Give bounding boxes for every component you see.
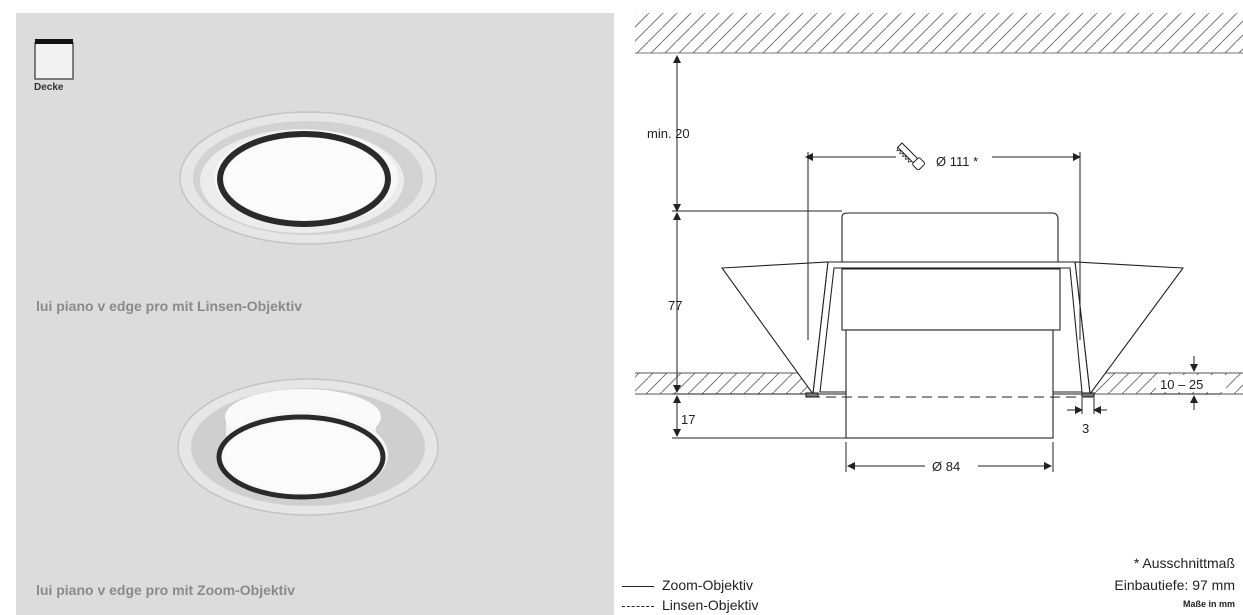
dim-rim-offset xyxy=(1067,398,1107,414)
dim-protrusion xyxy=(672,395,846,439)
legend-linsen: Linsen-Objektiv xyxy=(622,597,759,613)
technical-drawing: min. 20 77 17 Ø 111 * 10 – 25 3 xyxy=(635,13,1243,474)
legend-solid-line xyxy=(622,585,654,587)
dim-body-height-label: 77 xyxy=(668,298,682,313)
dim-cutout xyxy=(805,152,1081,340)
dim-ceiling-thickness xyxy=(1150,356,1220,410)
dim-clearance-label: min. 20 xyxy=(647,126,690,141)
dim-clearance xyxy=(672,55,842,212)
dim-lens-diameter xyxy=(845,442,1054,472)
legend-dashed-line xyxy=(622,605,654,607)
note-units: Maße in mm xyxy=(1182,599,1235,609)
ceiling-slab xyxy=(635,13,1243,53)
ceiling-icon-label: Decke xyxy=(34,82,64,93)
luminaire-lens-image xyxy=(179,111,437,245)
ceiling-icon xyxy=(34,39,74,80)
dim-ceiling-thickness-label: 10 – 25 xyxy=(1160,377,1203,392)
dim-lens-diameter-label: Ø 84 xyxy=(932,459,960,474)
caption-lens-variant: lui piano v edge pro mit Linsen-Objektiv xyxy=(36,298,303,314)
legend-zoom: Zoom-Objektiv xyxy=(622,577,753,593)
product-image-panel: Decke lui piano v edge pro mit Linsen-Ob… xyxy=(16,13,614,615)
note-cutout: * Ausschnittmaß xyxy=(1133,555,1235,571)
luminaire-zoom-image xyxy=(177,378,439,516)
legend-zoom-label: Zoom-Objektiv xyxy=(662,577,754,593)
legend-linsen-label: Linsen-Objektiv xyxy=(662,597,759,613)
caption-zoom-variant: lui piano v edge pro mit Zoom-Objektiv xyxy=(36,582,296,598)
dim-protrusion-label: 17 xyxy=(681,412,695,427)
note-installation-depth: Einbautiefe: 97 mm xyxy=(1114,577,1235,593)
saw-icon xyxy=(896,142,926,171)
dim-rim-offset-label: 3 xyxy=(1082,421,1089,436)
luminaire-section xyxy=(720,212,1185,439)
dim-body-height xyxy=(672,212,806,395)
dim-cutout-label: Ø 111 * xyxy=(936,154,978,169)
